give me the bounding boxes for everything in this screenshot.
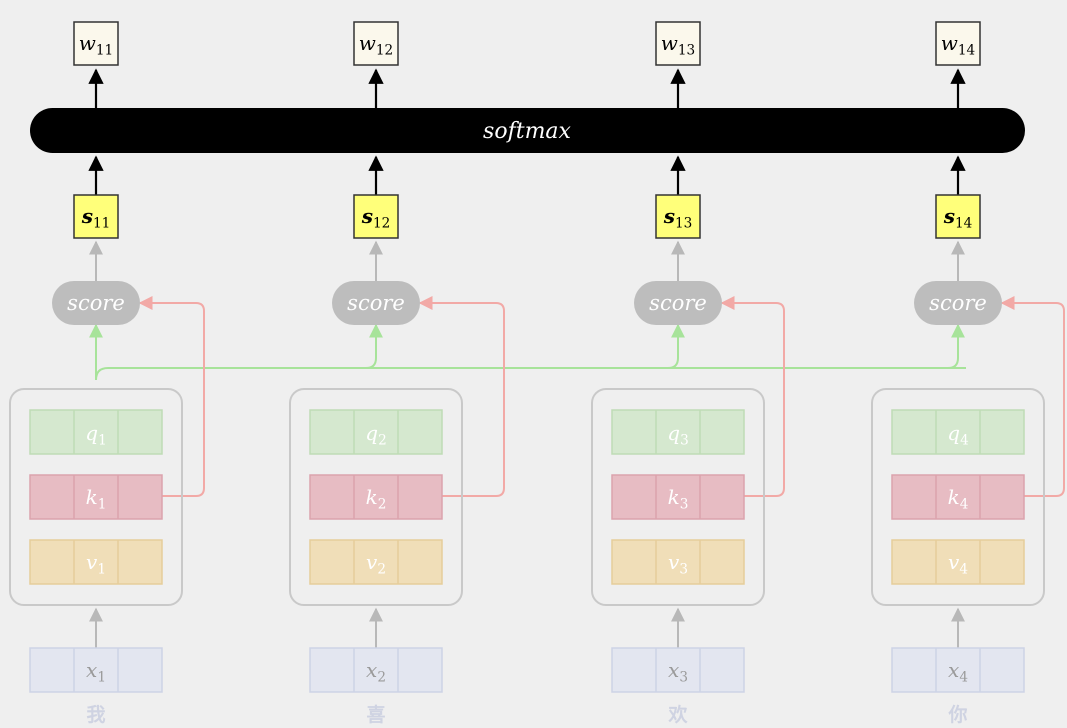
query-vector: q4	[891, 409, 1025, 455]
value-label: v1	[86, 550, 106, 577]
value-label: v2	[366, 550, 386, 577]
key-vector: k2	[309, 474, 443, 520]
key-label: k4	[948, 485, 969, 512]
qkv-container	[289, 388, 463, 606]
token-label: 你	[947, 703, 967, 726]
raw-score-box: s13	[655, 194, 701, 239]
qkv-container	[591, 388, 765, 606]
key-connector-lines	[138, 296, 1065, 497]
softmax-label: softmax	[483, 119, 571, 144]
key-label: k1	[86, 485, 107, 512]
attention-weight-label: w11	[79, 31, 113, 58]
score-function-node: score	[914, 281, 1002, 325]
score-function-label: score	[347, 291, 405, 315]
value-label: v4	[948, 550, 968, 577]
query-connector-lines	[89, 323, 966, 381]
qkv-container	[9, 388, 183, 606]
query-vector: q3	[611, 409, 745, 455]
raw-score-box: s12	[353, 194, 399, 239]
key-vector: k4	[891, 474, 1025, 520]
input-label: x3	[668, 658, 688, 685]
score-function-node: score	[634, 281, 722, 325]
token-column-2: w12 s12 score q2 k2 v2 x2 喜	[289, 21, 463, 726]
token-label: 我	[86, 704, 105, 726]
input-embedding: x2	[309, 647, 443, 693]
key-vector: k1	[29, 474, 163, 520]
token-column-3: w13 s13 score q3 k3 v3 x3 欢	[591, 21, 765, 726]
attention-weight-box: w13	[655, 21, 701, 66]
query-label: q4	[947, 421, 968, 448]
score-function-node: score	[332, 281, 420, 325]
key-label: k2	[366, 485, 387, 512]
raw-score-label: s14	[943, 204, 973, 231]
value-vector: v2	[309, 539, 443, 585]
score-function-node: score	[52, 281, 140, 325]
value-vector: v3	[611, 539, 745, 585]
input-label: x2	[366, 658, 386, 685]
attention-weight-box: w12	[353, 21, 399, 66]
input-label: x1	[86, 658, 106, 685]
attention-weight-label: w12	[359, 31, 393, 58]
score-function-label: score	[67, 291, 125, 315]
query-label: q3	[667, 421, 688, 448]
raw-score-box: s14	[935, 194, 981, 239]
token-label: 欢	[667, 703, 688, 726]
value-label: v3	[668, 550, 688, 577]
token-label: 喜	[366, 704, 385, 726]
query-vector: q1	[29, 409, 163, 455]
value-vector: v4	[891, 539, 1025, 585]
query-vector: q2	[309, 409, 443, 455]
raw-score-label: s12	[361, 204, 391, 231]
input-embedding: x3	[611, 647, 745, 693]
raw-score-label: s11	[81, 204, 111, 231]
attention-weight-label: w14	[941, 31, 975, 58]
attention-weight-box: w14	[935, 21, 981, 66]
token-column-4: w14 s14 score q4 k4 v4 x4 你	[871, 21, 1045, 726]
token-columns: w11 s11 score q1 k1 v1 x1 我 w12 s12 score q2 k2 v2 x2 喜…	[9, 21, 1045, 726]
input-embedding: x4	[891, 647, 1025, 693]
input-label: x4	[948, 658, 968, 685]
attention-weight-box: w11	[73, 21, 119, 66]
raw-score-label: s13	[663, 204, 693, 231]
token-column-1: w11 s11 score q1 k1 v1 x1 我	[9, 21, 183, 726]
qkv-container	[871, 388, 1045, 606]
softmax-bar: softmax	[30, 108, 1025, 153]
query-label: q2	[365, 421, 386, 448]
attention-weight-label: w13	[661, 31, 695, 58]
score-function-label: score	[929, 291, 987, 315]
value-vector: v1	[29, 539, 163, 585]
input-embedding: x1	[29, 647, 163, 693]
score-function-label: score	[649, 291, 707, 315]
key-vector: k3	[611, 474, 745, 520]
raw-score-box: s11	[73, 194, 119, 239]
key-label: k3	[668, 485, 689, 512]
query-label: q1	[85, 421, 106, 448]
